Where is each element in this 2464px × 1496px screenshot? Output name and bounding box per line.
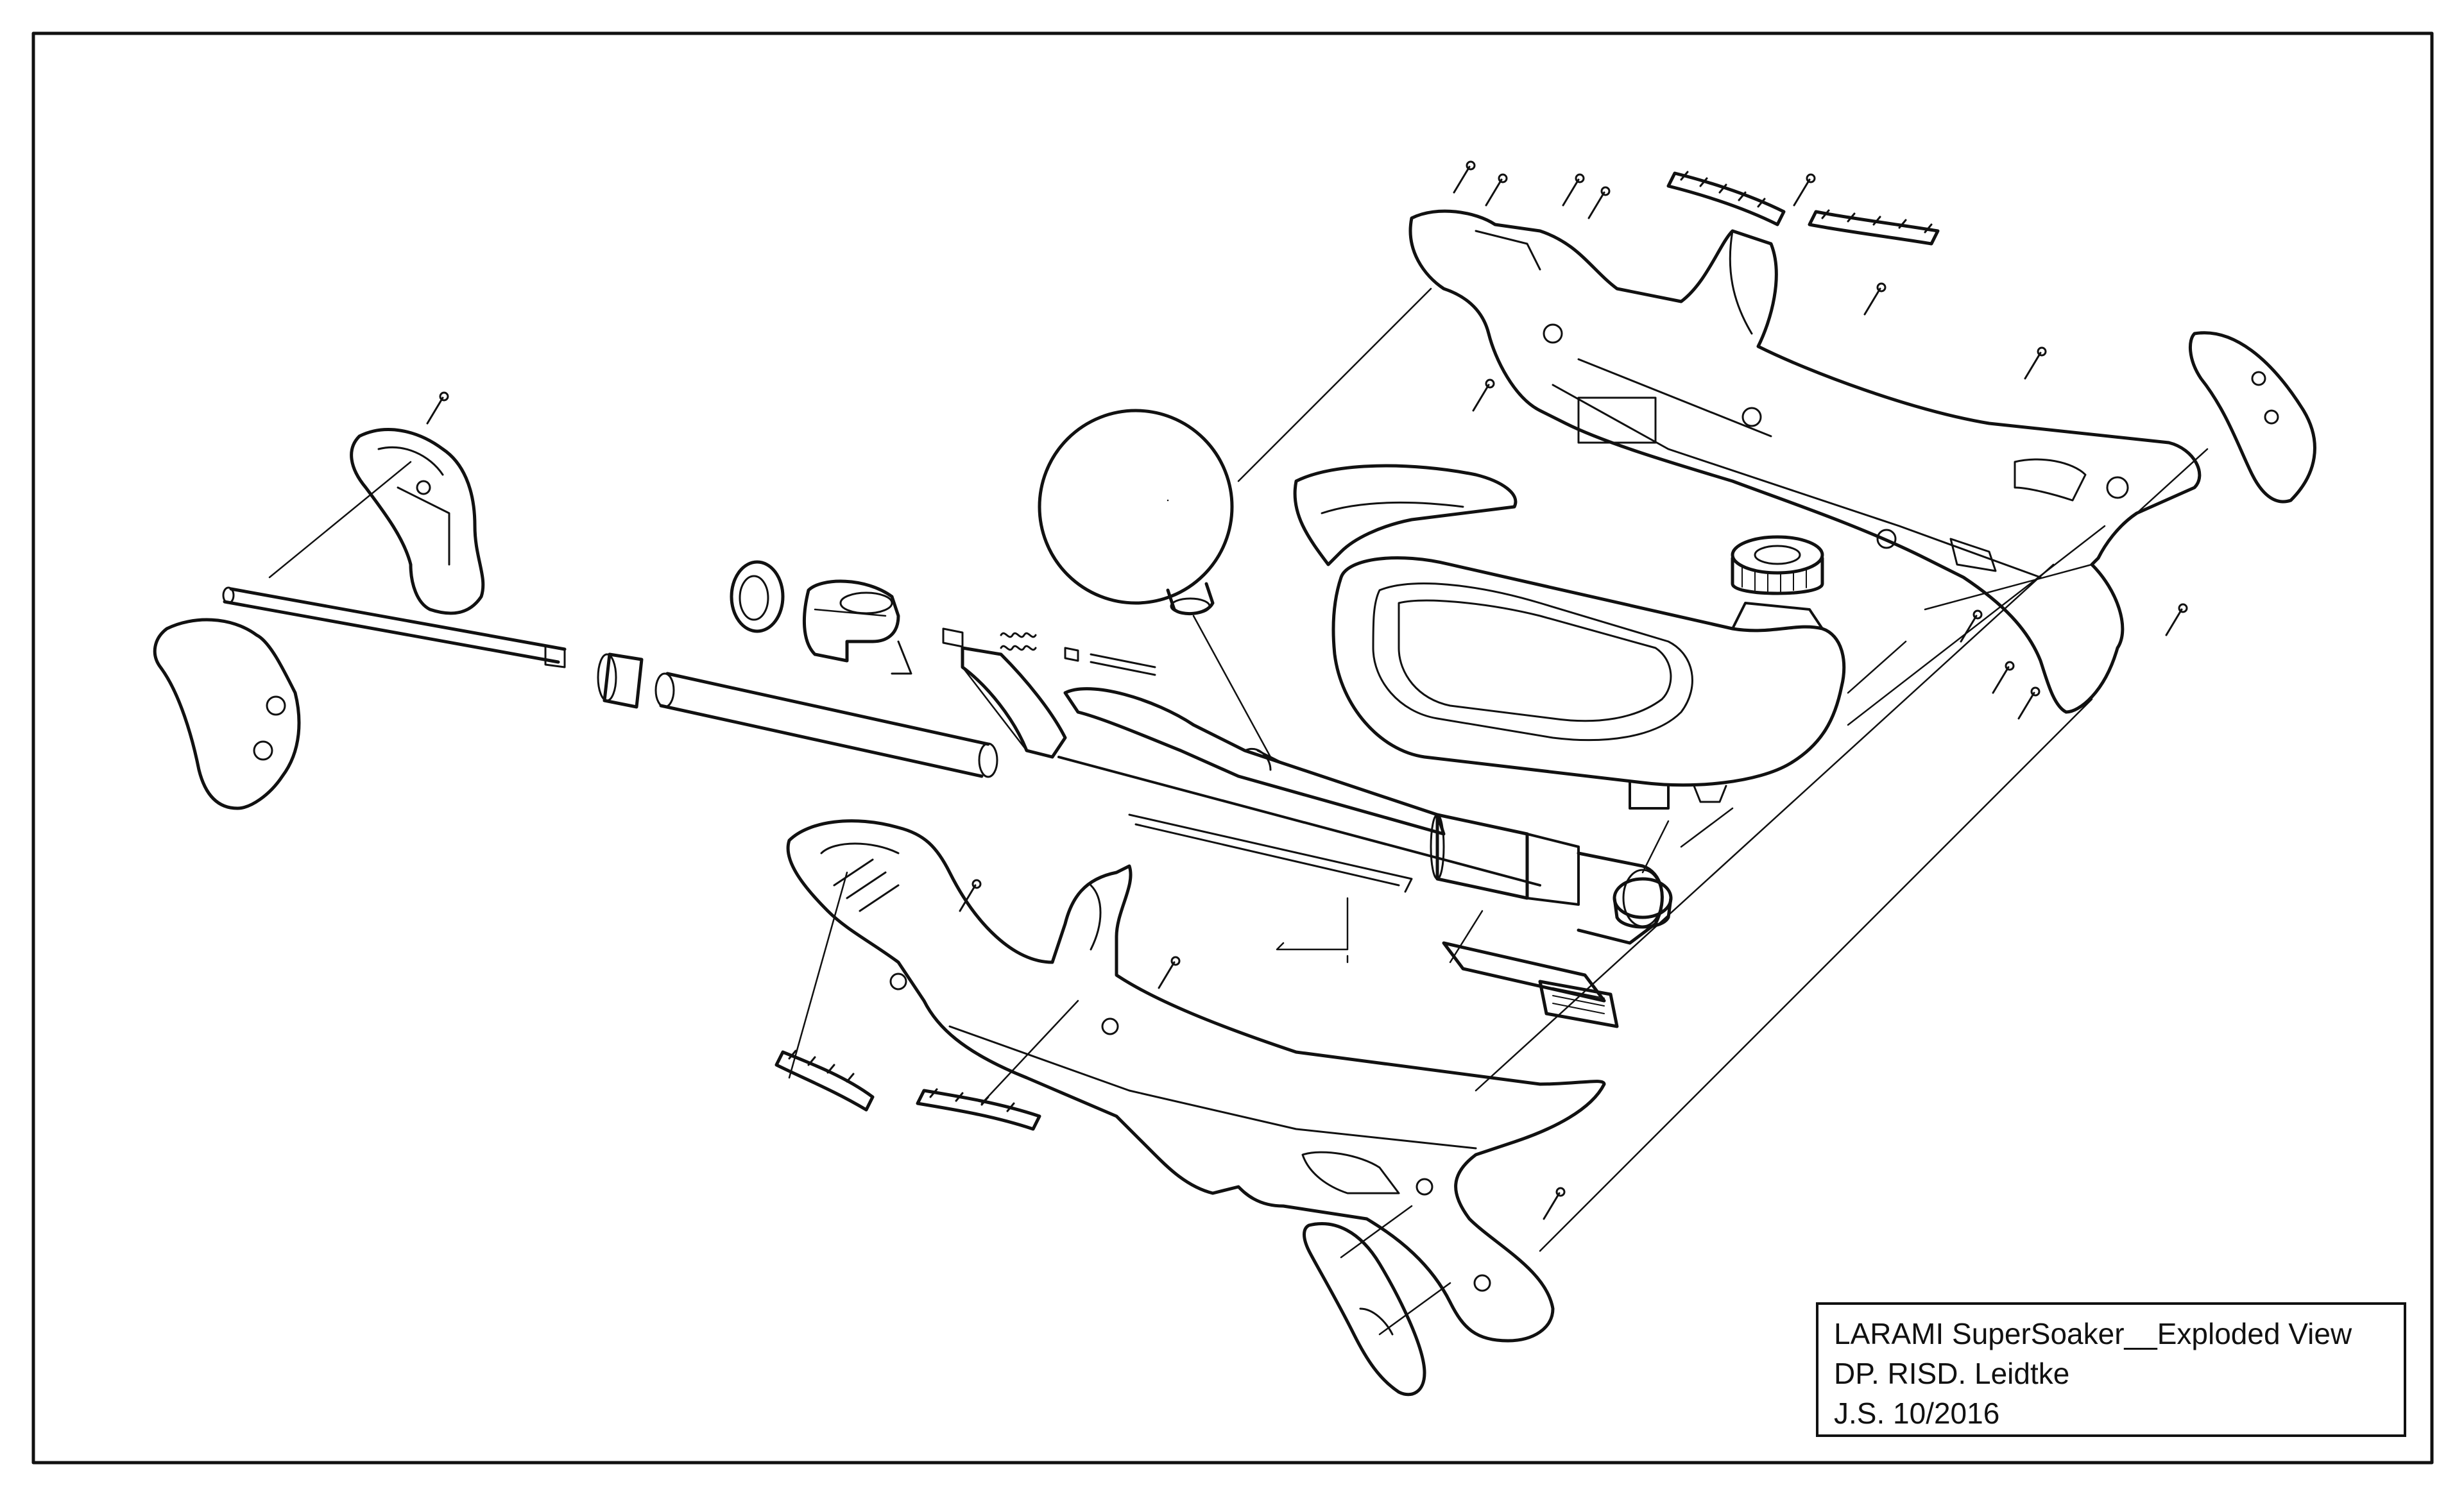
drawing-author: DP. RISD. Leidtke xyxy=(1834,1357,2070,1390)
rear-grip-top xyxy=(350,428,485,615)
upper-housing xyxy=(1408,209,2202,714)
trigger-grip xyxy=(1303,1222,1426,1397)
title-block: LARAMI SuperSoaker__Exploded View DP. RI… xyxy=(1816,1302,2406,1437)
screw-set-lower xyxy=(959,879,1566,1220)
trigger-cover-right xyxy=(2188,331,2316,504)
pressure-ball xyxy=(1038,409,1234,616)
valve-body xyxy=(803,579,912,675)
pressure-chamber xyxy=(1057,687,1664,945)
grip-pad-upper-a xyxy=(1666,171,1786,226)
explosion-lines xyxy=(268,287,2209,1336)
screw-left xyxy=(426,391,449,425)
grip-pad-lower-a xyxy=(774,1050,875,1112)
tank-cap xyxy=(1731,535,1824,595)
screw-set-upper xyxy=(1453,160,2188,720)
spring-parts xyxy=(942,627,1156,676)
pump-tube xyxy=(654,672,998,778)
link-rod xyxy=(1128,813,1413,893)
water-tank xyxy=(1331,556,1846,810)
coupler xyxy=(597,652,644,709)
nozzle-cap xyxy=(730,560,785,633)
pump-handle xyxy=(961,646,1067,759)
grip-pad-upper-b xyxy=(1808,209,1940,246)
stock-end xyxy=(153,618,301,810)
grip-pad-lower-b xyxy=(916,1088,1041,1131)
outlet-cup xyxy=(1613,877,1673,929)
pump-rod xyxy=(222,586,567,668)
drawing-title: LARAMI SuperSoaker__Exploded View xyxy=(1834,1317,2352,1350)
drawing-date: J.S. 10/2016 xyxy=(1834,1397,2000,1430)
tank-shroud xyxy=(1293,464,1518,566)
lower-housing xyxy=(786,819,1606,1343)
sheet-border xyxy=(31,31,2434,1465)
